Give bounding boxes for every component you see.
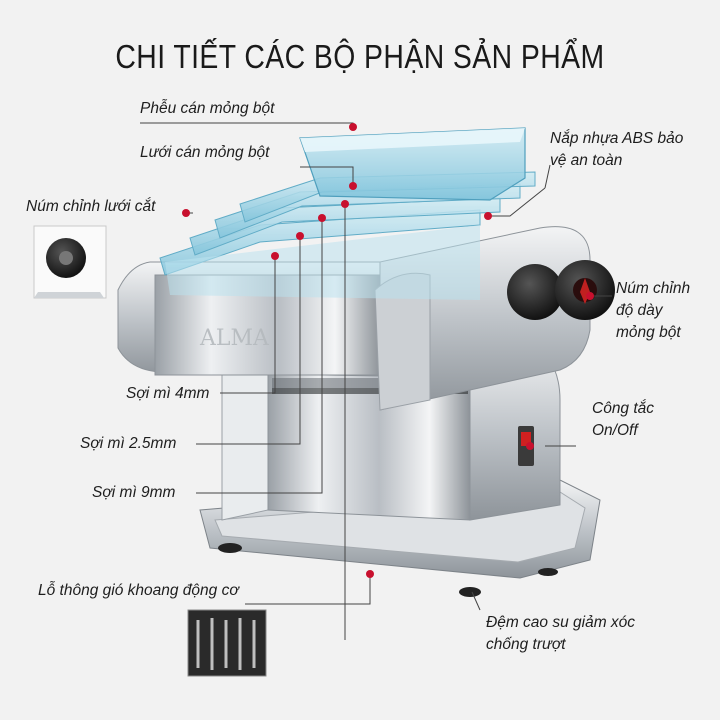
label-noodle-9mm: Sợi mì 9mm: [92, 484, 176, 501]
vent-inset: [187, 609, 267, 677]
label-hopper: Phễu cán mỏng bột: [140, 100, 275, 117]
hopper: [299, 127, 526, 201]
leader-lines: [140, 122, 612, 640]
page-title: CHI TIẾT CÁC BỘ PHẬN SẢN PHẨM: [115, 38, 605, 75]
label-abs-cover-1: Nắp nhựa ABS bảo: [550, 130, 684, 147]
label-thickness-knob-3: mỏng bột: [616, 324, 681, 341]
label-rubber-feet-2: chống trượt: [486, 636, 566, 653]
label-motor-vent: Lỗ thông gió khoang động cơ: [38, 582, 239, 599]
label-cutter-knob: Núm chỉnh lưới cắt: [26, 198, 156, 215]
label-abs-cover-2: vệ an toàn: [550, 152, 623, 169]
label-thickness-knob-1: Núm chỉnh: [616, 280, 691, 297]
label-switch-1: Công tắc: [592, 400, 655, 417]
label-thickness-knob-2: độ dày: [616, 302, 663, 319]
label-rubber-feet-1: Đệm cao su giảm xóc: [486, 614, 636, 631]
label-switch-2: On/Off: [592, 422, 638, 439]
svg-text:ALMA: ALMA: [199, 326, 270, 351]
cutter-knob-inset: [33, 225, 107, 299]
thickness-knob: [507, 260, 615, 320]
label-rolling-mesh: Lưới cán mỏng bột: [140, 144, 270, 161]
label-noodle-2-5mm: Sợi mì 2.5mm: [80, 435, 177, 452]
label-noodle-4mm: Sợi mì 4mm: [126, 385, 210, 402]
callout-dots: [182, 123, 594, 578]
